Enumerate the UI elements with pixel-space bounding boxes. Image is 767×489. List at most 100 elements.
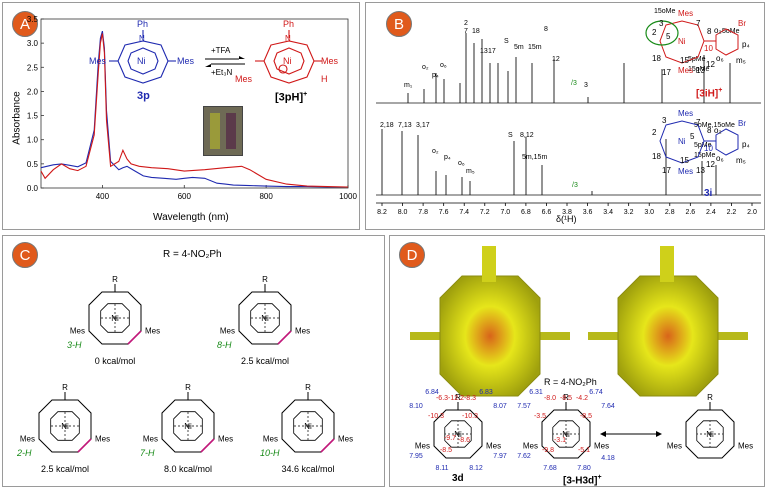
mol-3ph-n: N: [285, 34, 291, 43]
mes-right: Mes: [594, 441, 609, 450]
arrow-tfa: +TFA: [211, 46, 231, 55]
shift-value: 8.11: [435, 465, 448, 472]
mol-3i-ni: Ni: [678, 137, 686, 146]
top-compound-label: [3iH]+: [696, 87, 722, 99]
ring-inner: [293, 411, 323, 441]
nmr-tick-label: 8.0: [398, 209, 408, 216]
mes-right: Mes: [145, 327, 160, 336]
top-compound-name: [3iH]: [696, 88, 719, 100]
nmr-tick-label: 7.4: [459, 209, 469, 216]
panel-b-badge: B: [386, 11, 412, 37]
mol-3ih-12: 12: [706, 60, 715, 69]
mol-3p-mes-left: Mes: [89, 56, 107, 66]
r-label: R: [707, 393, 713, 402]
panel-a-badge: A: [12, 11, 38, 37]
mol-3i-2: 2: [652, 128, 657, 137]
molecule-3ph: [255, 30, 322, 84]
bottom-peak-label: 5m,15m: [522, 154, 547, 161]
mes-left: Mes: [667, 441, 682, 450]
tautomer-name: 10-H: [260, 448, 280, 458]
mes-right: Mes: [218, 435, 233, 444]
highlight-bond: [77, 438, 92, 453]
x-tick-label: 600: [178, 192, 192, 201]
nics-value: -12.2: [448, 395, 464, 402]
nics-value: -9.8: [542, 447, 554, 454]
top-peak-label: 13: [480, 48, 488, 55]
mol-3ph-name: [3pH]: [275, 91, 304, 104]
series-line-1: [40, 33, 349, 188]
nmr-tick-label: 6.8: [521, 209, 531, 216]
nics-value: -6.3: [436, 395, 448, 402]
plot-frame: [40, 18, 349, 189]
cuvette-left: [210, 113, 220, 149]
mol-3ih-p4: p₄: [742, 40, 750, 49]
r-label: R: [455, 393, 461, 402]
y-tick-label: 3.5: [27, 15, 39, 24]
y-tick-label: 2.5: [27, 63, 39, 72]
shift-value: 7.95: [409, 453, 423, 460]
mes-left: Mes: [70, 327, 85, 336]
highlight-bond: [277, 330, 292, 345]
shift-value: 7.68: [543, 465, 557, 472]
nics-value: -3.5: [534, 413, 546, 420]
nmr-tick-label: 7.2: [480, 209, 490, 216]
compound-3d-label: 3d: [452, 473, 464, 484]
shift-value: 7.97: [493, 453, 507, 460]
mol-3ph-ph: Ph: [283, 19, 295, 29]
top-peak-label: 3: [584, 82, 588, 89]
nmr-tick-label: 7.8: [418, 209, 428, 216]
highlight-bond: [127, 330, 142, 345]
mol-3ih-n10: 10: [704, 44, 713, 53]
ring-outline: [541, 409, 591, 459]
mol-3ih-ni: Ni: [678, 37, 686, 46]
bottom-peak-label: 8,12: [520, 132, 534, 139]
ring-inner: [173, 411, 203, 441]
ni-label: Ni: [304, 422, 312, 431]
ni-label: Ni: [61, 422, 69, 431]
arrow-et3n: +Et₃N: [211, 68, 233, 77]
acid-surfaces: [410, 246, 748, 397]
mol-3p-ni: Ni: [137, 56, 146, 66]
nmr-tick-label: 3.0: [644, 209, 654, 216]
y-tick-label: 2.0: [27, 87, 39, 96]
ring-inner: [250, 303, 280, 333]
ring-inner: [696, 420, 724, 448]
top-peak-label: 2: [464, 20, 468, 27]
ni-label: Ni: [706, 430, 714, 439]
mol-3i-mes-top: Mes: [678, 109, 694, 118]
mol-3ih-o6: o₆: [716, 54, 724, 63]
y-tick-label: 0.0: [27, 184, 39, 193]
top-peak-label: 12: [552, 56, 560, 63]
nmr-tick-label: 7.0: [500, 209, 510, 216]
shift-value: 7.80: [577, 465, 591, 472]
mol-3i-o6: o₆: [716, 154, 724, 163]
nmr-tick-label: 8.2: [377, 209, 387, 216]
mol-3i-3: 3: [662, 116, 667, 125]
bottom-peak-label: /3: [572, 182, 578, 189]
mes-right: Mes: [295, 327, 310, 336]
nics-value: -4.2: [576, 395, 588, 402]
arrow-head-left: [600, 431, 606, 437]
y-tick-label: 3.0: [27, 39, 39, 48]
top-compound-charge: +: [718, 87, 723, 94]
bottom-peak-label: 15pMe: [694, 152, 716, 159]
bottom-peak-label: p₄: [444, 154, 451, 161]
top-peak-label: m₁: [404, 82, 413, 89]
mol-3ih-7: 7: [696, 19, 701, 28]
panel-d-r-label: R = 4-NO₂Ph: [544, 377, 597, 387]
mol-3p-label: 3p: [137, 90, 150, 102]
x-tick-label: 400: [96, 192, 110, 201]
shift-value: 8.07: [493, 403, 507, 410]
mes-left: Mes: [220, 327, 235, 336]
mol-3i-mes-bottom: Mes: [678, 167, 694, 176]
nics-value: -10.3: [462, 413, 478, 420]
shift-value: 7.64: [601, 403, 615, 410]
top-peak-label: 5m: [514, 44, 524, 51]
